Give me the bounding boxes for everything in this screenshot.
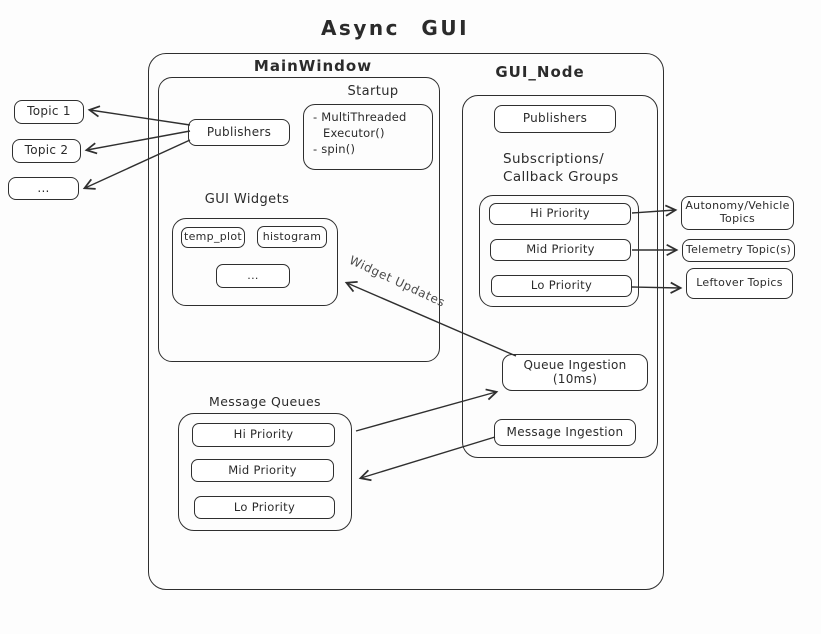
callback-lo-priority-box: Lo Priority <box>491 275 632 297</box>
startup-label: Startup <box>347 84 399 99</box>
widget-histogram-box: histogram <box>257 226 327 248</box>
callback-groups-box <box>479 195 639 307</box>
callback-hi-priority-box: Hi Priority <box>489 203 631 225</box>
gui-node-box <box>462 95 658 458</box>
gui-node-publishers-box: Publishers <box>494 105 616 133</box>
right-topic-autonomy-box: Autonomy/Vehicle Topics <box>681 196 794 230</box>
startup-item: - MultiThreaded <box>313 110 407 124</box>
outer-container-box <box>148 53 664 590</box>
subscriptions-label-line: Callback Groups <box>503 169 619 185</box>
diagram-title: Async GUI <box>320 16 470 40</box>
main-window-label: MainWindow <box>253 57 373 75</box>
queue-hi-priority-box: Hi Priority <box>192 423 335 447</box>
subscriptions-callback-groups-label: Subscriptions/ Callback Groups <box>503 150 619 186</box>
gui-node-label: GUI_Node <box>495 63 585 81</box>
startup-box <box>303 104 433 170</box>
right-topic-leftover-box: Leftover Topics <box>686 268 793 299</box>
queue-lo-priority-box: Lo Priority <box>194 496 335 519</box>
startup-item: - spin() <box>313 142 356 156</box>
gui-widgets-box <box>172 218 338 306</box>
left-topic-ellipsis-box: ... <box>8 177 79 200</box>
queue-mid-priority-box: Mid Priority <box>191 459 334 482</box>
message-queues-box <box>178 413 352 531</box>
message-queues-label: Message Queues <box>209 394 321 409</box>
main-window-box <box>158 77 440 362</box>
startup-item: Executor() <box>323 126 385 140</box>
subscriptions-label-line: Subscriptions/ <box>503 151 605 167</box>
widget-ellipsis-box: ... <box>216 264 290 288</box>
startup-items: - MultiThreaded Executor() - spin() <box>313 109 407 157</box>
callback-mid-priority-box: Mid Priority <box>490 239 631 261</box>
widget-temp-plot-box: temp_plot <box>181 227 245 248</box>
right-topic-telemetry-box: Telemetry Topic(s) <box>682 239 795 262</box>
message-ingestion-box: Message Ingestion <box>494 419 636 446</box>
queue-ingestion-box: Queue Ingestion (10ms) <box>502 354 648 391</box>
main-window-publishers-box: Publishers <box>188 119 290 146</box>
gui-widgets-label: GUI Widgets <box>204 192 290 207</box>
left-topic-1-box: Topic 1 <box>14 100 84 124</box>
left-topic-2-box: Topic 2 <box>12 139 81 163</box>
